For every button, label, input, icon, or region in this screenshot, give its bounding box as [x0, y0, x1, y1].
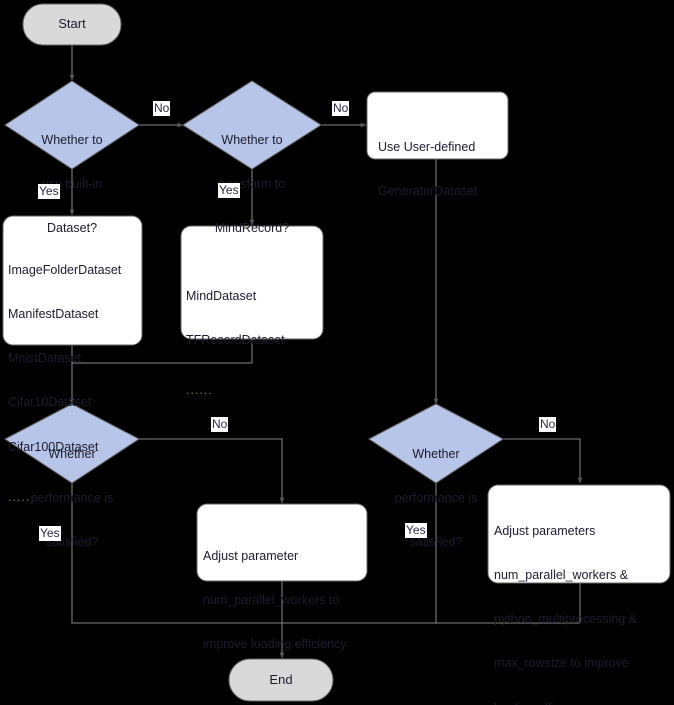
adjust-right-line3: python_multiprocessing &	[494, 612, 638, 626]
edge-mindrecord-list-merge	[72, 339, 253, 364]
node-start[interactable]	[22, 3, 122, 46]
adjust-right-line4: max_rowsize to improve	[494, 656, 629, 671]
node-builtin-dataset-list-label: ImageFolderDataset ManifestDataset Mnist…	[8, 233, 140, 534]
decision-builtin-line2: use built-in	[41, 176, 103, 191]
node-adjust-parameters-right-label: Adjust parameters num_parallel_workers &…	[494, 494, 670, 705]
edge-label-perf-right-no: No	[539, 417, 557, 432]
mindrecord-item-0: MindDataset	[186, 288, 257, 303]
builtin-item-0: ImageFolderDataset	[8, 262, 122, 277]
edge-label-perf-left-yes: Yes	[39, 526, 61, 541]
node-start-label: Start	[58, 16, 86, 31]
perf-right-line2: performance is	[394, 490, 478, 505]
edge-label-perf-right-yes: Yes	[405, 523, 427, 538]
decision-mindrecord-line3: MindRecord?	[214, 221, 290, 235]
adjust-right-line2: num_parallel_workers &	[494, 567, 629, 582]
node-decision-performance-right[interactable]	[368, 403, 504, 484]
node-adjust-parameters-left[interactable]	[196, 503, 368, 582]
decision-mindrecord-line1: Whether to	[221, 132, 283, 147]
perf-left-line2: performance is	[30, 490, 114, 505]
perf-right-line1: Whether	[412, 446, 460, 461]
decision-mindrecord-line2: transform to	[218, 176, 286, 191]
adjust-left-line1: Adjust parameter	[203, 548, 299, 563]
builtin-item-2: MnistDataset	[8, 351, 81, 365]
node-mindrecord-dataset-list[interactable]	[180, 225, 324, 340]
generator-line1: Use User-defined	[378, 139, 476, 154]
edge-label-builtin-no: No	[153, 101, 171, 116]
edge-label-builtin-yes: Yes	[38, 184, 60, 199]
perf-left-line1: Whether	[48, 446, 96, 461]
edge-perf-right-no-to-adjust	[503, 438, 583, 484]
node-adjust-parameters-left-label: Adjust parameter num_parallel_workers to…	[203, 519, 365, 681]
adjust-right-line5: loading efficiency	[494, 701, 670, 705]
node-decision-mindrecord[interactable]	[182, 80, 322, 170]
edge-perf-left-no-to-adjust	[139, 438, 285, 504]
node-decision-performance-left[interactable]	[4, 403, 140, 484]
decision-builtin-line1: Whether to	[41, 132, 103, 147]
edge-label-mindrecord-no: No	[332, 101, 350, 116]
node-generator-dataset-label: Use User-defined GeneratorDataset	[378, 110, 504, 228]
node-end-label: End	[269, 672, 293, 687]
generator-line2: GeneratorDataset	[378, 183, 478, 198]
node-end[interactable]	[228, 658, 334, 702]
edge-perf-left-yes-bus	[71, 483, 580, 624]
adjust-left-line3: improve loading efficiency	[203, 637, 347, 651]
perf-left-line3: satisfied?	[45, 535, 99, 549]
perf-right-line3: satisfied?	[409, 535, 463, 549]
node-adjust-parameters-right[interactable]	[487, 484, 671, 584]
node-decision-mindrecord-label: Whether to transform to MindRecord?	[188, 103, 316, 265]
mindrecord-item-1: TFRecordDataset	[186, 332, 285, 347]
node-decision-builtin[interactable]	[4, 80, 140, 170]
node-decision-performance-right-label: Whether performance is satisfied?	[372, 417, 500, 579]
adjust-right-line1: Adjust parameters	[494, 523, 596, 538]
builtin-item-3: Cifar10Dataset	[8, 395, 92, 410]
mindrecord-list-ellipsis: ......	[186, 383, 213, 397]
node-builtin-dataset-list[interactable]	[2, 215, 143, 346]
edge-label-perf-left-no: No	[211, 417, 229, 432]
adjust-left-line2: num_parallel_workers to	[203, 592, 340, 607]
node-decision-builtin-label: Whether to use built-in Dataset?	[10, 103, 134, 265]
edge-label-mindrecord-yes: Yes	[218, 183, 240, 198]
builtin-item-4: Cifar100Dataset	[8, 439, 99, 454]
node-decision-performance-left-label: Whether performance is satisfied?	[8, 417, 136, 579]
builtin-list-ellipsis: ......	[8, 489, 35, 504]
decision-builtin-line3: Dataset?	[46, 221, 98, 235]
builtin-item-1: ManifestDataset	[8, 306, 99, 321]
node-generator-dataset[interactable]	[366, 91, 509, 160]
node-mindrecord-dataset-list-label: MindDataset TFRecordDataset ......	[186, 259, 318, 427]
